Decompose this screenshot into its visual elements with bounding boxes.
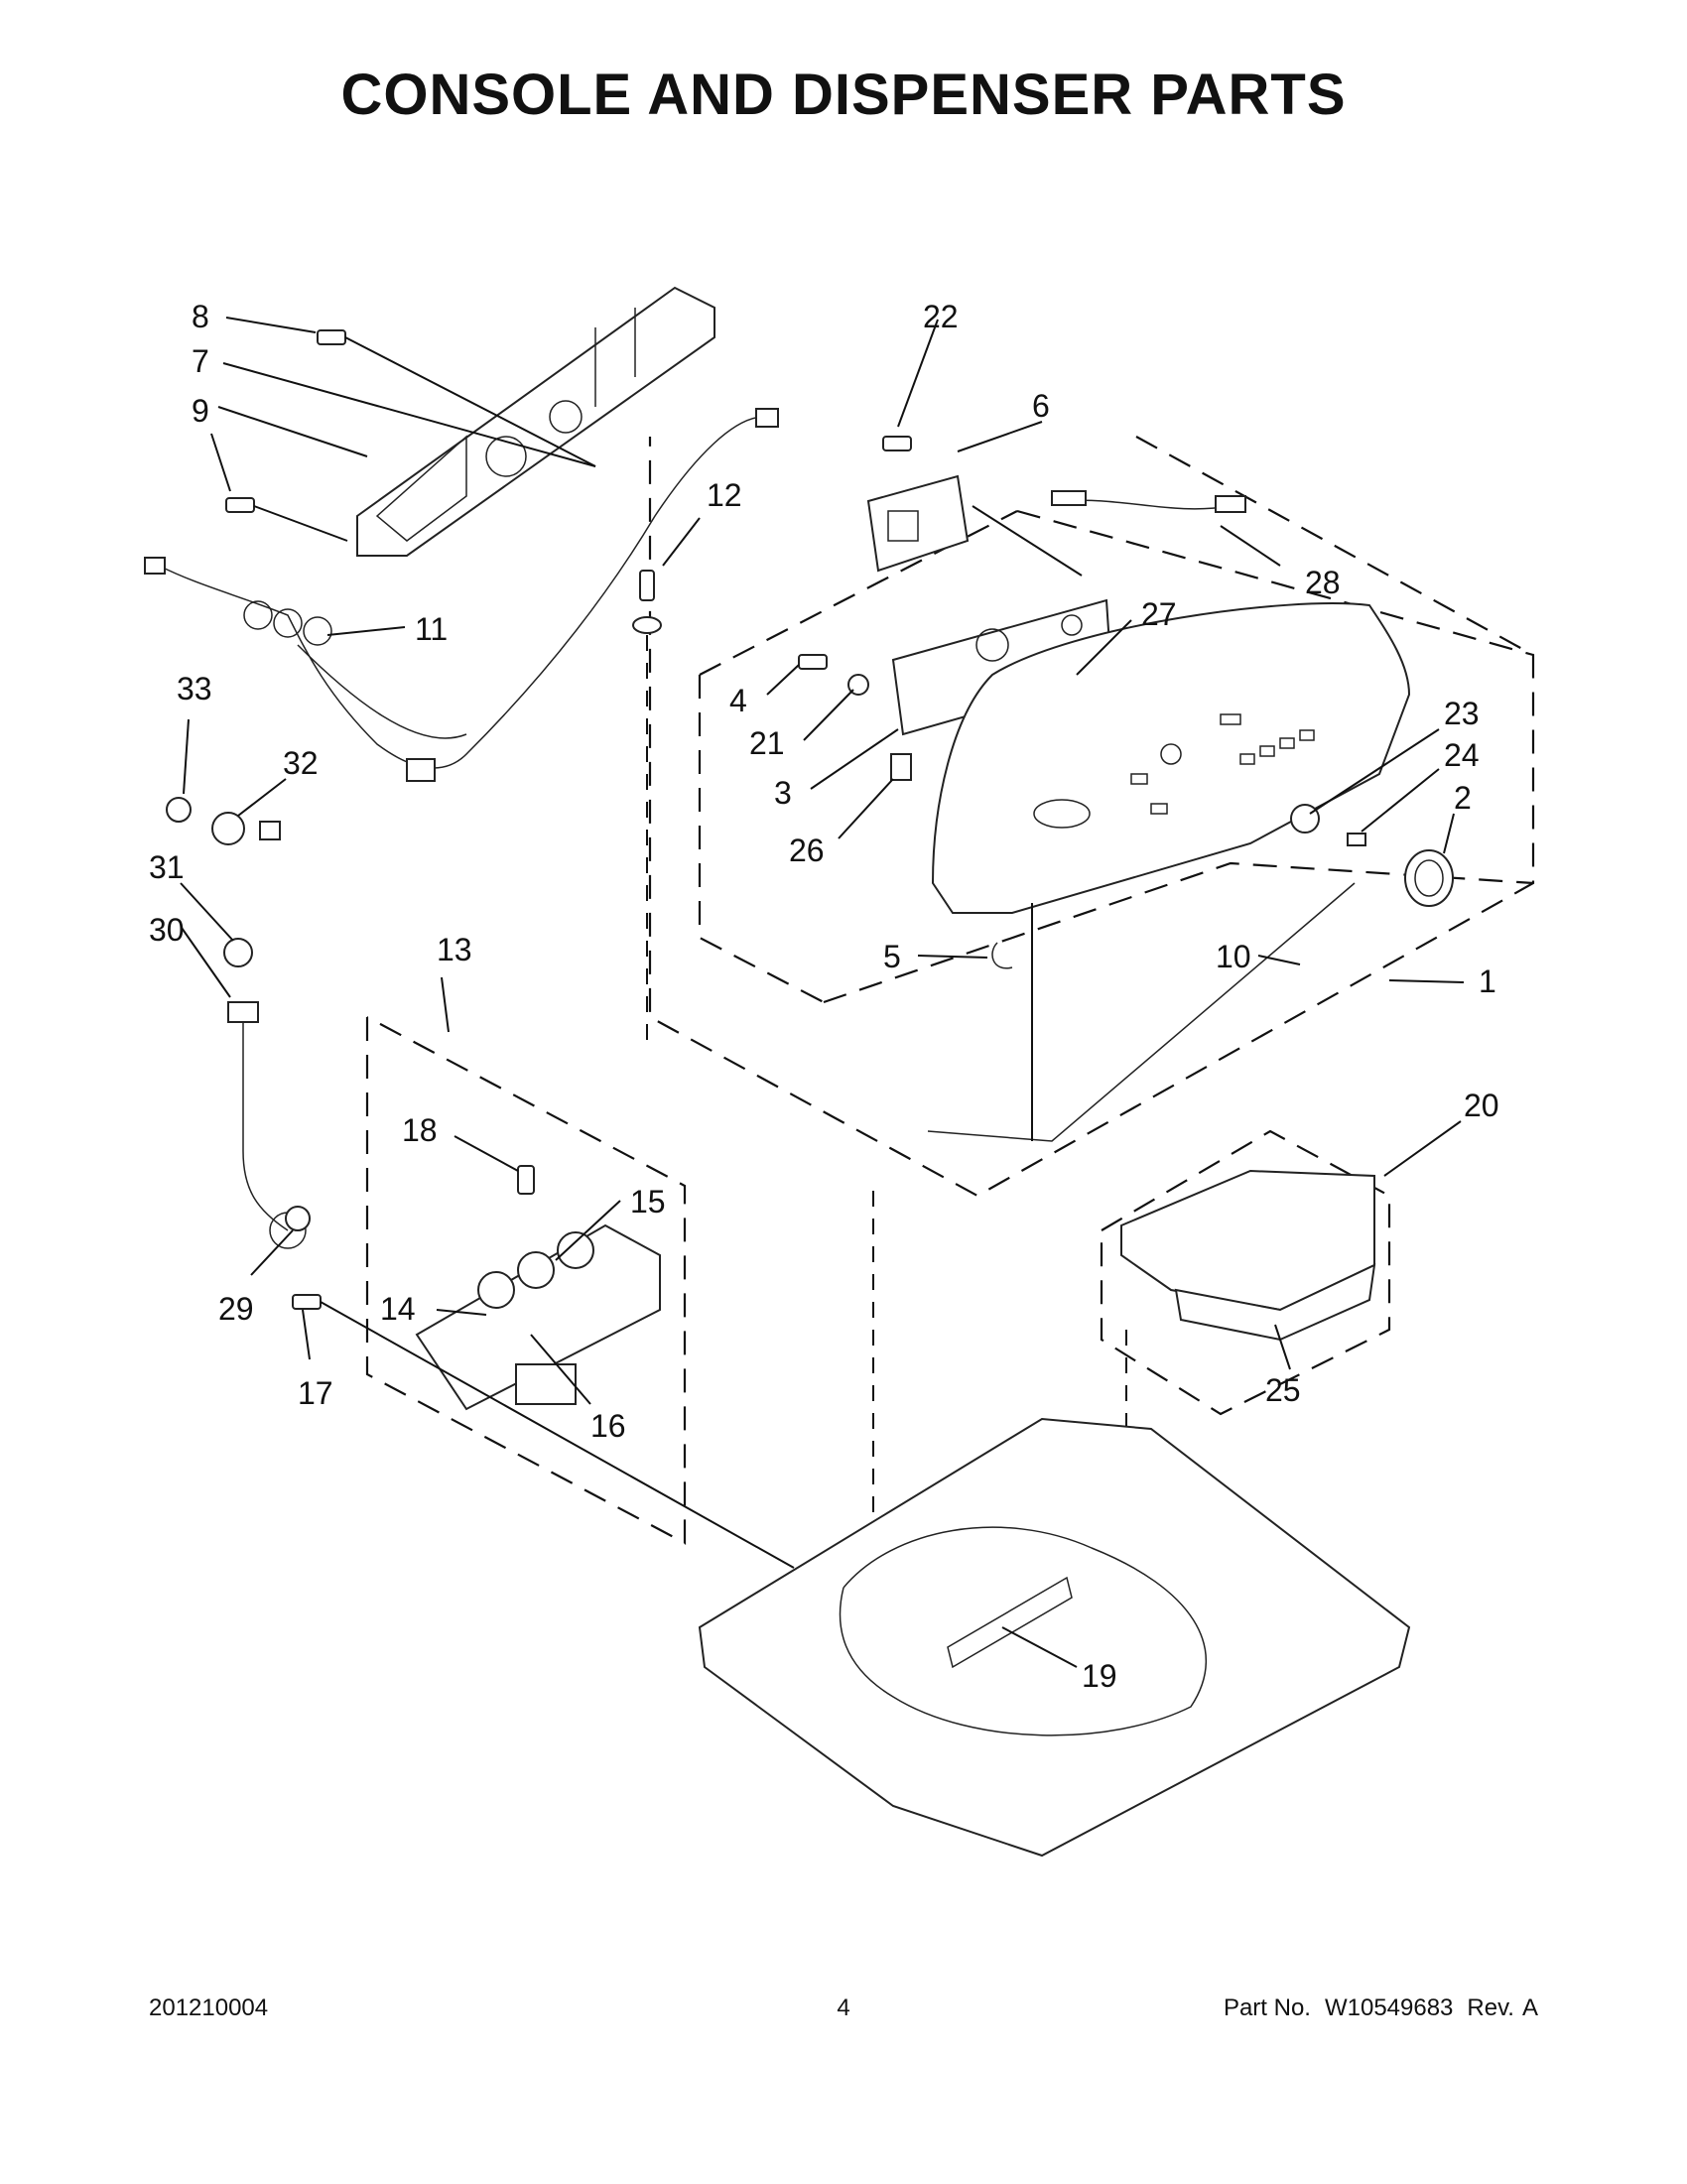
callout-14: 14 [380,1291,416,1327]
clip-5 [991,942,1013,969]
callout-28: 28 [1305,565,1341,600]
washer-33 [166,797,192,823]
spring-24 [1347,833,1366,846]
callout-24: 24 [1444,737,1480,773]
callout-30: 30 [149,912,185,948]
callout-25: 25 [1265,1372,1301,1408]
callout-6: 6 [1032,388,1050,424]
callout-5: 5 [883,939,901,974]
control-board-6 [866,474,970,573]
callout-1: 1 [1479,964,1496,999]
callout-labels: 1 2 3 4 5 6 7 8 9 10 11 12 13 14 15 16 1… [149,299,1499,1694]
part-number-value: W10549683 [1324,1994,1454,2021]
callout-18: 18 [402,1112,438,1148]
callout-9: 9 [192,393,209,429]
screw-9 [225,497,348,542]
screw-22 [882,436,912,451]
screw-8 [317,329,596,467]
callout-29: 29 [218,1291,254,1327]
page-number: 4 [837,1994,850,2021]
part-number-block: Part No. W10549683 Rev. A [1210,1994,1538,2022]
callout-33: 33 [177,671,212,707]
hose-elbow-32 [211,812,281,845]
callout-16: 16 [590,1408,626,1444]
clip-26 [890,753,912,781]
screw-12 [632,570,662,1042]
callout-17: 17 [298,1375,333,1411]
console-assembly-outline [648,436,1535,1198]
page-title: CONSOLE AND DISPENSER PARTS [340,63,1347,127]
callout-22: 22 [923,299,959,334]
leader-lines [180,317,1465,1668]
callout-2: 2 [1454,780,1472,816]
console-rear-panel [356,286,715,557]
screen-31 [223,938,253,967]
water-valve-14 [415,1223,661,1411]
callout-21: 21 [749,725,785,761]
dispenser-assembly-outline [1100,1129,1391,1416]
harness-28 [1051,490,1246,513]
callout-23: 23 [1444,696,1480,731]
trim-10 [927,882,1356,1142]
washer-29 [285,1206,311,1231]
document-code: 201210004 [149,1994,269,2021]
callout-8: 8 [192,299,209,334]
callout-26: 26 [789,833,825,868]
screw-17 [292,1294,795,1569]
screw-4 [798,654,828,670]
callout-32: 32 [283,745,319,781]
bezel-23 [1290,804,1320,834]
wire-harness-11 [144,408,779,782]
part-number-label: Part No. [1223,1994,1311,2021]
callout-31: 31 [149,849,185,885]
revision-value: A [1521,1994,1538,2021]
callout-12: 12 [707,477,742,513]
dispenser-20 [1120,1169,1376,1342]
knob-2 [1404,849,1454,907]
callout-19: 19 [1082,1658,1117,1694]
callout-27: 27 [1141,596,1177,632]
screw-18 [517,1165,535,1195]
valve-assembly-outline [365,1016,687,1545]
top-19 [698,1417,1411,1858]
inlet-hose-30 [227,1001,307,1249]
callout-4: 4 [729,683,747,718]
revision-label: Rev. [1467,1994,1514,2021]
callout-7: 7 [192,343,209,379]
callout-11: 11 [415,611,448,647]
callout-13: 13 [437,932,472,967]
console-1 [931,602,1411,914]
callout-20: 20 [1464,1088,1499,1123]
callout-10: 10 [1216,939,1251,974]
callout-3: 3 [774,775,792,811]
callout-15: 15 [630,1184,666,1220]
